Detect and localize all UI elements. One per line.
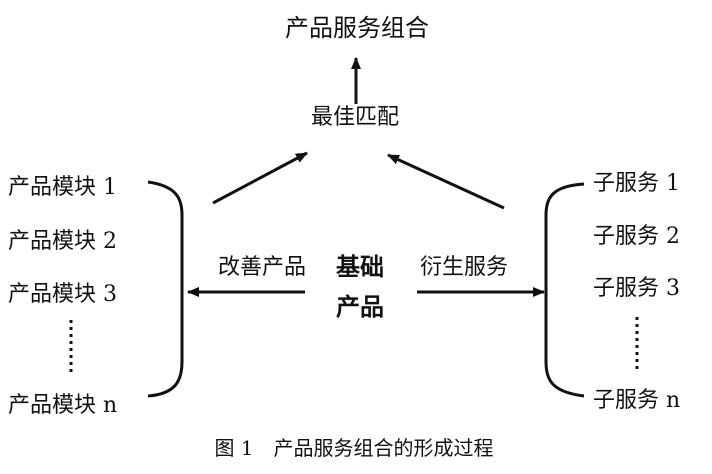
left-to-best-match-arrow bbox=[212, 151, 308, 205]
right-item-1: 子服务 1 bbox=[593, 171, 680, 196]
left-brace bbox=[147, 180, 184, 398]
best-match-label: 最佳匹配 bbox=[311, 105, 399, 130]
right-item-n: 子服务 n bbox=[593, 388, 680, 413]
top-title: 产品服务组合 bbox=[285, 14, 429, 42]
right-brace bbox=[544, 182, 585, 398]
left-item-2: 产品模块 2 bbox=[8, 229, 117, 254]
left-item-n: 产品模块 n bbox=[8, 393, 117, 418]
derive-service-label: 衍生服务 bbox=[420, 255, 508, 280]
left-item-1: 产品模块 1 bbox=[8, 175, 117, 200]
right-item-2: 子服务 2 bbox=[593, 224, 680, 249]
right-item-3: 子服务 3 bbox=[593, 276, 680, 301]
left-item-3: 产品模块 3 bbox=[8, 282, 117, 307]
improve-product-label: 改善产品 bbox=[218, 255, 306, 280]
right-to-best-match-arrow bbox=[387, 153, 505, 210]
core-product-line-1: 基础 bbox=[336, 252, 384, 281]
figure-caption: 图 1 产品服务组合的形成过程 bbox=[214, 436, 493, 460]
core-product-line-2: 产品 bbox=[336, 292, 384, 321]
